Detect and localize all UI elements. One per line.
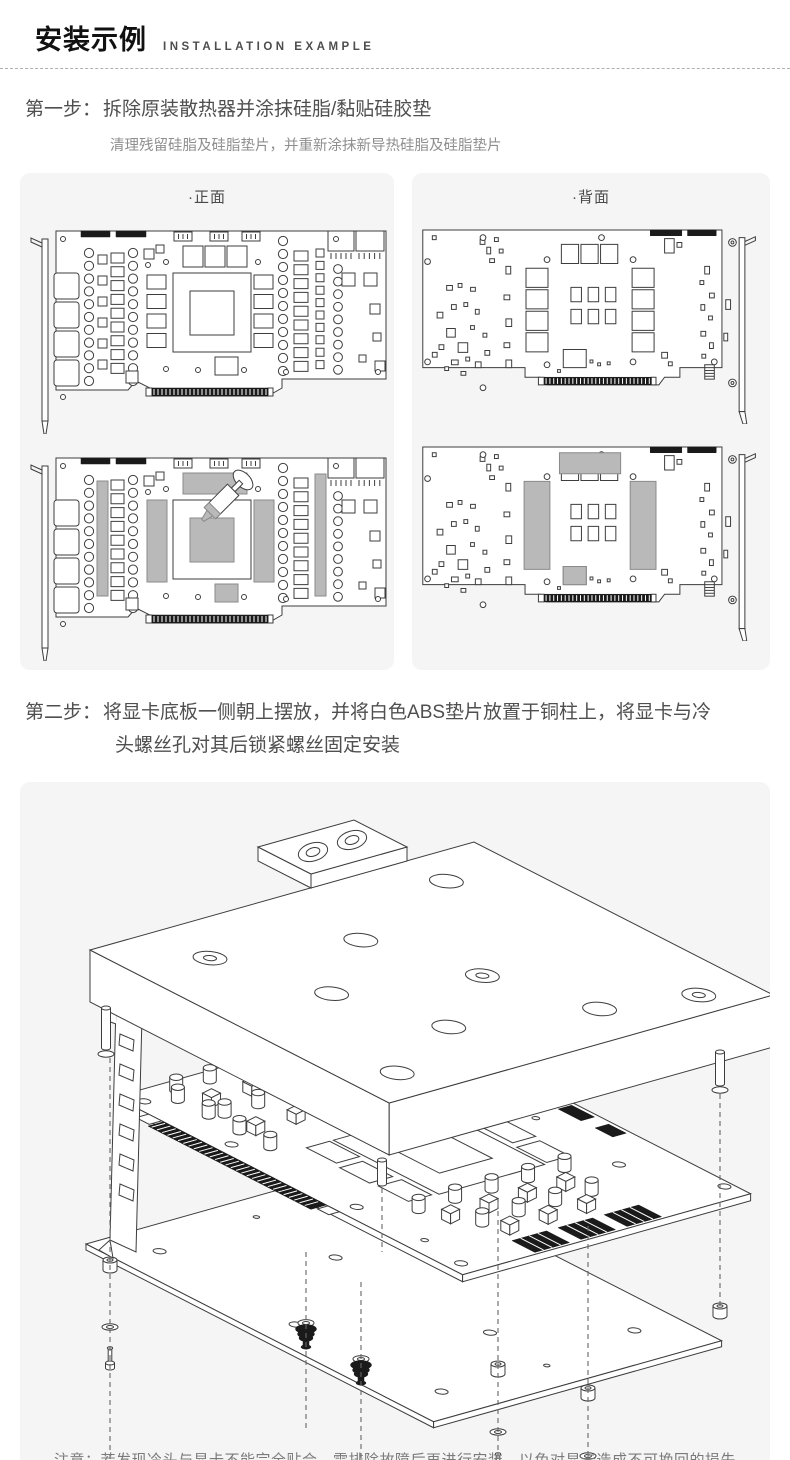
- thermal-paste-syringe-icon: [194, 466, 256, 528]
- step2-label: 第二步：: [25, 701, 102, 723]
- io-bracket-icon: [99, 999, 142, 1258]
- front-caption: ·正面: [188, 188, 226, 206]
- choke-icon: [246, 1115, 266, 1136]
- front-view-panel: ·正面: [20, 172, 394, 670]
- step1-label: 第一步：: [25, 98, 102, 120]
- thermal-pad-overlay: [524, 452, 656, 584]
- assembly-panel: 注意：若发现冷头与显卡不能完全贴合，需排除故障后再进行安装，以免对显卡造成不可挽…: [20, 781, 770, 1460]
- capacitor-icon: [521, 1162, 536, 1184]
- step1-heading: 第一步：拆除原装散热器并涂抹硅脂/黏贴硅胶垫: [25, 93, 790, 126]
- step2-heading: 第二步：将显卡底板一侧朝上摆放，并将白色ABS垫片放置于铜柱上，将显卡与冷 头螺…: [25, 696, 790, 762]
- capacitor-icon: [251, 1088, 266, 1109]
- exploded-assembly-diagram: [20, 782, 770, 1460]
- choke-icon: [538, 1204, 558, 1225]
- choke-icon: [441, 1204, 461, 1225]
- capacitor-icon: [202, 1063, 217, 1085]
- terminal-ports-icon: [258, 820, 407, 888]
- capacitor-icon: [557, 1152, 572, 1173]
- capacitor-icon: [411, 1193, 426, 1214]
- pcb-diagram-panels: ·正面 ·背面: [20, 172, 790, 670]
- capacitor-icon: [484, 1172, 499, 1194]
- capacitor-icon: [475, 1206, 490, 1228]
- assembly-warning-note: 注意：若发现冷头与显卡不能完全贴合，需排除故障后再进行安装，以免对显卡造成不可挽…: [20, 1449, 770, 1460]
- capacitor-icon: [263, 1130, 278, 1151]
- choke-icon: [577, 1193, 597, 1214]
- step2-line2: 头螺丝孔对其后锁紧螺丝固定安装: [115, 734, 401, 756]
- header: 安装示例 INSTALLATION EXAMPLE: [0, 0, 790, 56]
- capacitor-icon: [511, 1196, 526, 1218]
- header-divider: [0, 67, 790, 69]
- step1-title: 拆除原装散热器并涂抹硅脂/黏贴硅胶垫: [103, 98, 432, 120]
- gpu-back-diagram: [418, 209, 764, 424]
- back-caption: ·背面: [572, 188, 610, 206]
- step1-note: 清理残留硅脂及硅脂垫片，并重新涂抹新导热硅脂及硅脂垫片: [110, 137, 502, 154]
- capacitor-icon: [201, 1098, 216, 1120]
- water-block-icon: [90, 820, 770, 1186]
- page-title: 安装示例: [35, 25, 147, 55]
- choke-icon: [500, 1215, 520, 1236]
- capacitor-icon: [448, 1183, 463, 1204]
- gpu-front-thermal-pads-diagram: [26, 436, 388, 661]
- capacitor-icon: [232, 1114, 247, 1136]
- capacitor-icon: [584, 1176, 599, 1197]
- back-view-panel: ·背面: [412, 172, 770, 670]
- gpu-back-thermal-pads-diagram: [418, 426, 764, 641]
- capacitor-icon: [548, 1186, 563, 1207]
- capacitor-icon: [170, 1083, 185, 1104]
- capacitor-icon: [217, 1097, 232, 1119]
- page-subtitle: INSTALLATION EXAMPLE: [163, 40, 375, 53]
- step2-line1: 将显卡底板一侧朝上摆放，并将白色ABS垫片放置于铜柱上，将显卡与冷: [103, 701, 712, 723]
- gpu-front-diagram: [26, 209, 388, 434]
